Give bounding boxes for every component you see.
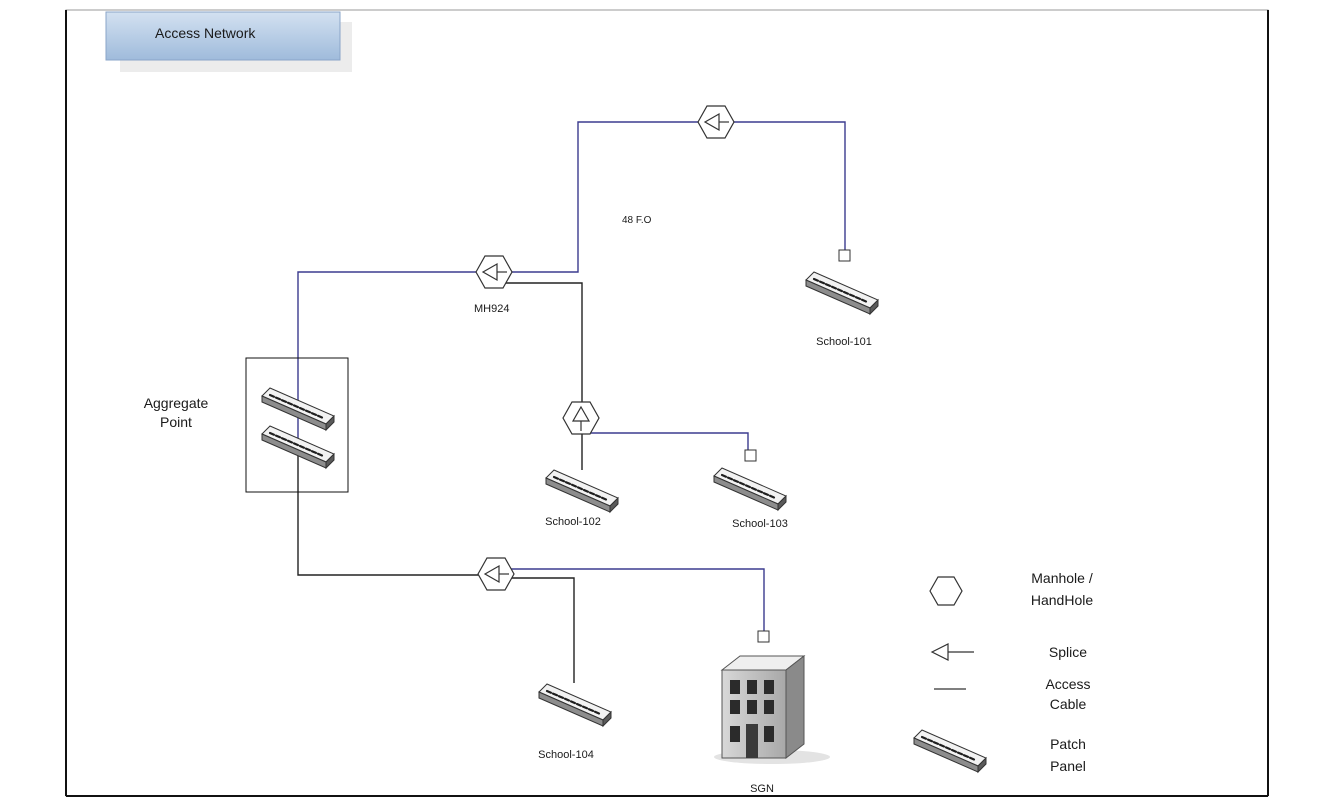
cable-aggregate-to-bottom-manhole [297,455,484,576]
school-104-label: School-104 [538,749,594,761]
legend-patch-line2: Panel [1050,758,1086,774]
cable-to-school-103 [588,432,749,452]
cable-fiber-count-label: 48 F.O [622,215,652,226]
mh924-label: MH924 [474,303,509,315]
aggregate-point-box [245,357,349,493]
manhole-bottom [477,557,515,591]
cable-to-sgn [502,568,765,631]
splice-icon [930,643,974,661]
legend-manhole-line1: Manhole / [1031,570,1093,586]
patch-panel-icon [804,270,880,316]
building-icon [714,654,830,764]
splice-icon [571,405,591,431]
patch-panel-icon [537,682,613,728]
patch-panel-icon [912,728,988,774]
patch-panel-icon [712,466,788,512]
legend-cable-line2: Cable [1050,696,1087,712]
cable-to-school-104 [502,577,575,683]
school-103-label: School-103 [732,518,788,530]
sgn-label: SGN [750,783,774,795]
cables [297,121,846,683]
school-101-label: School-101 [816,336,872,348]
manhole-school-102-branch [562,401,600,435]
aggregate-label-line1: Aggregate [144,395,209,411]
patch-panel-icon [544,468,620,514]
hexagon-icon [929,576,963,606]
cable-to-school-101 [510,121,846,273]
connector-icon [744,449,757,462]
legend-cable-line1: Access [1045,676,1090,692]
school-102-label: School-102 [545,516,601,528]
connector-icon [838,249,851,262]
legend-manhole-line2: HandHole [1031,592,1093,608]
manhole-top [697,105,735,139]
cable-aggregate-to-mh924 [297,271,500,448]
legend-patch-line1: Patch [1050,736,1086,752]
page-title: Access Network [155,25,256,41]
connector-icon [757,630,770,643]
aggregate-label-line2: Point [160,414,192,430]
legend-splice: Splice [1049,644,1087,660]
legend: Manhole / HandHole Splice Access Cable P… [912,570,1093,774]
title-box [105,11,341,61]
cable-mh924-to-school-102 [500,282,583,470]
